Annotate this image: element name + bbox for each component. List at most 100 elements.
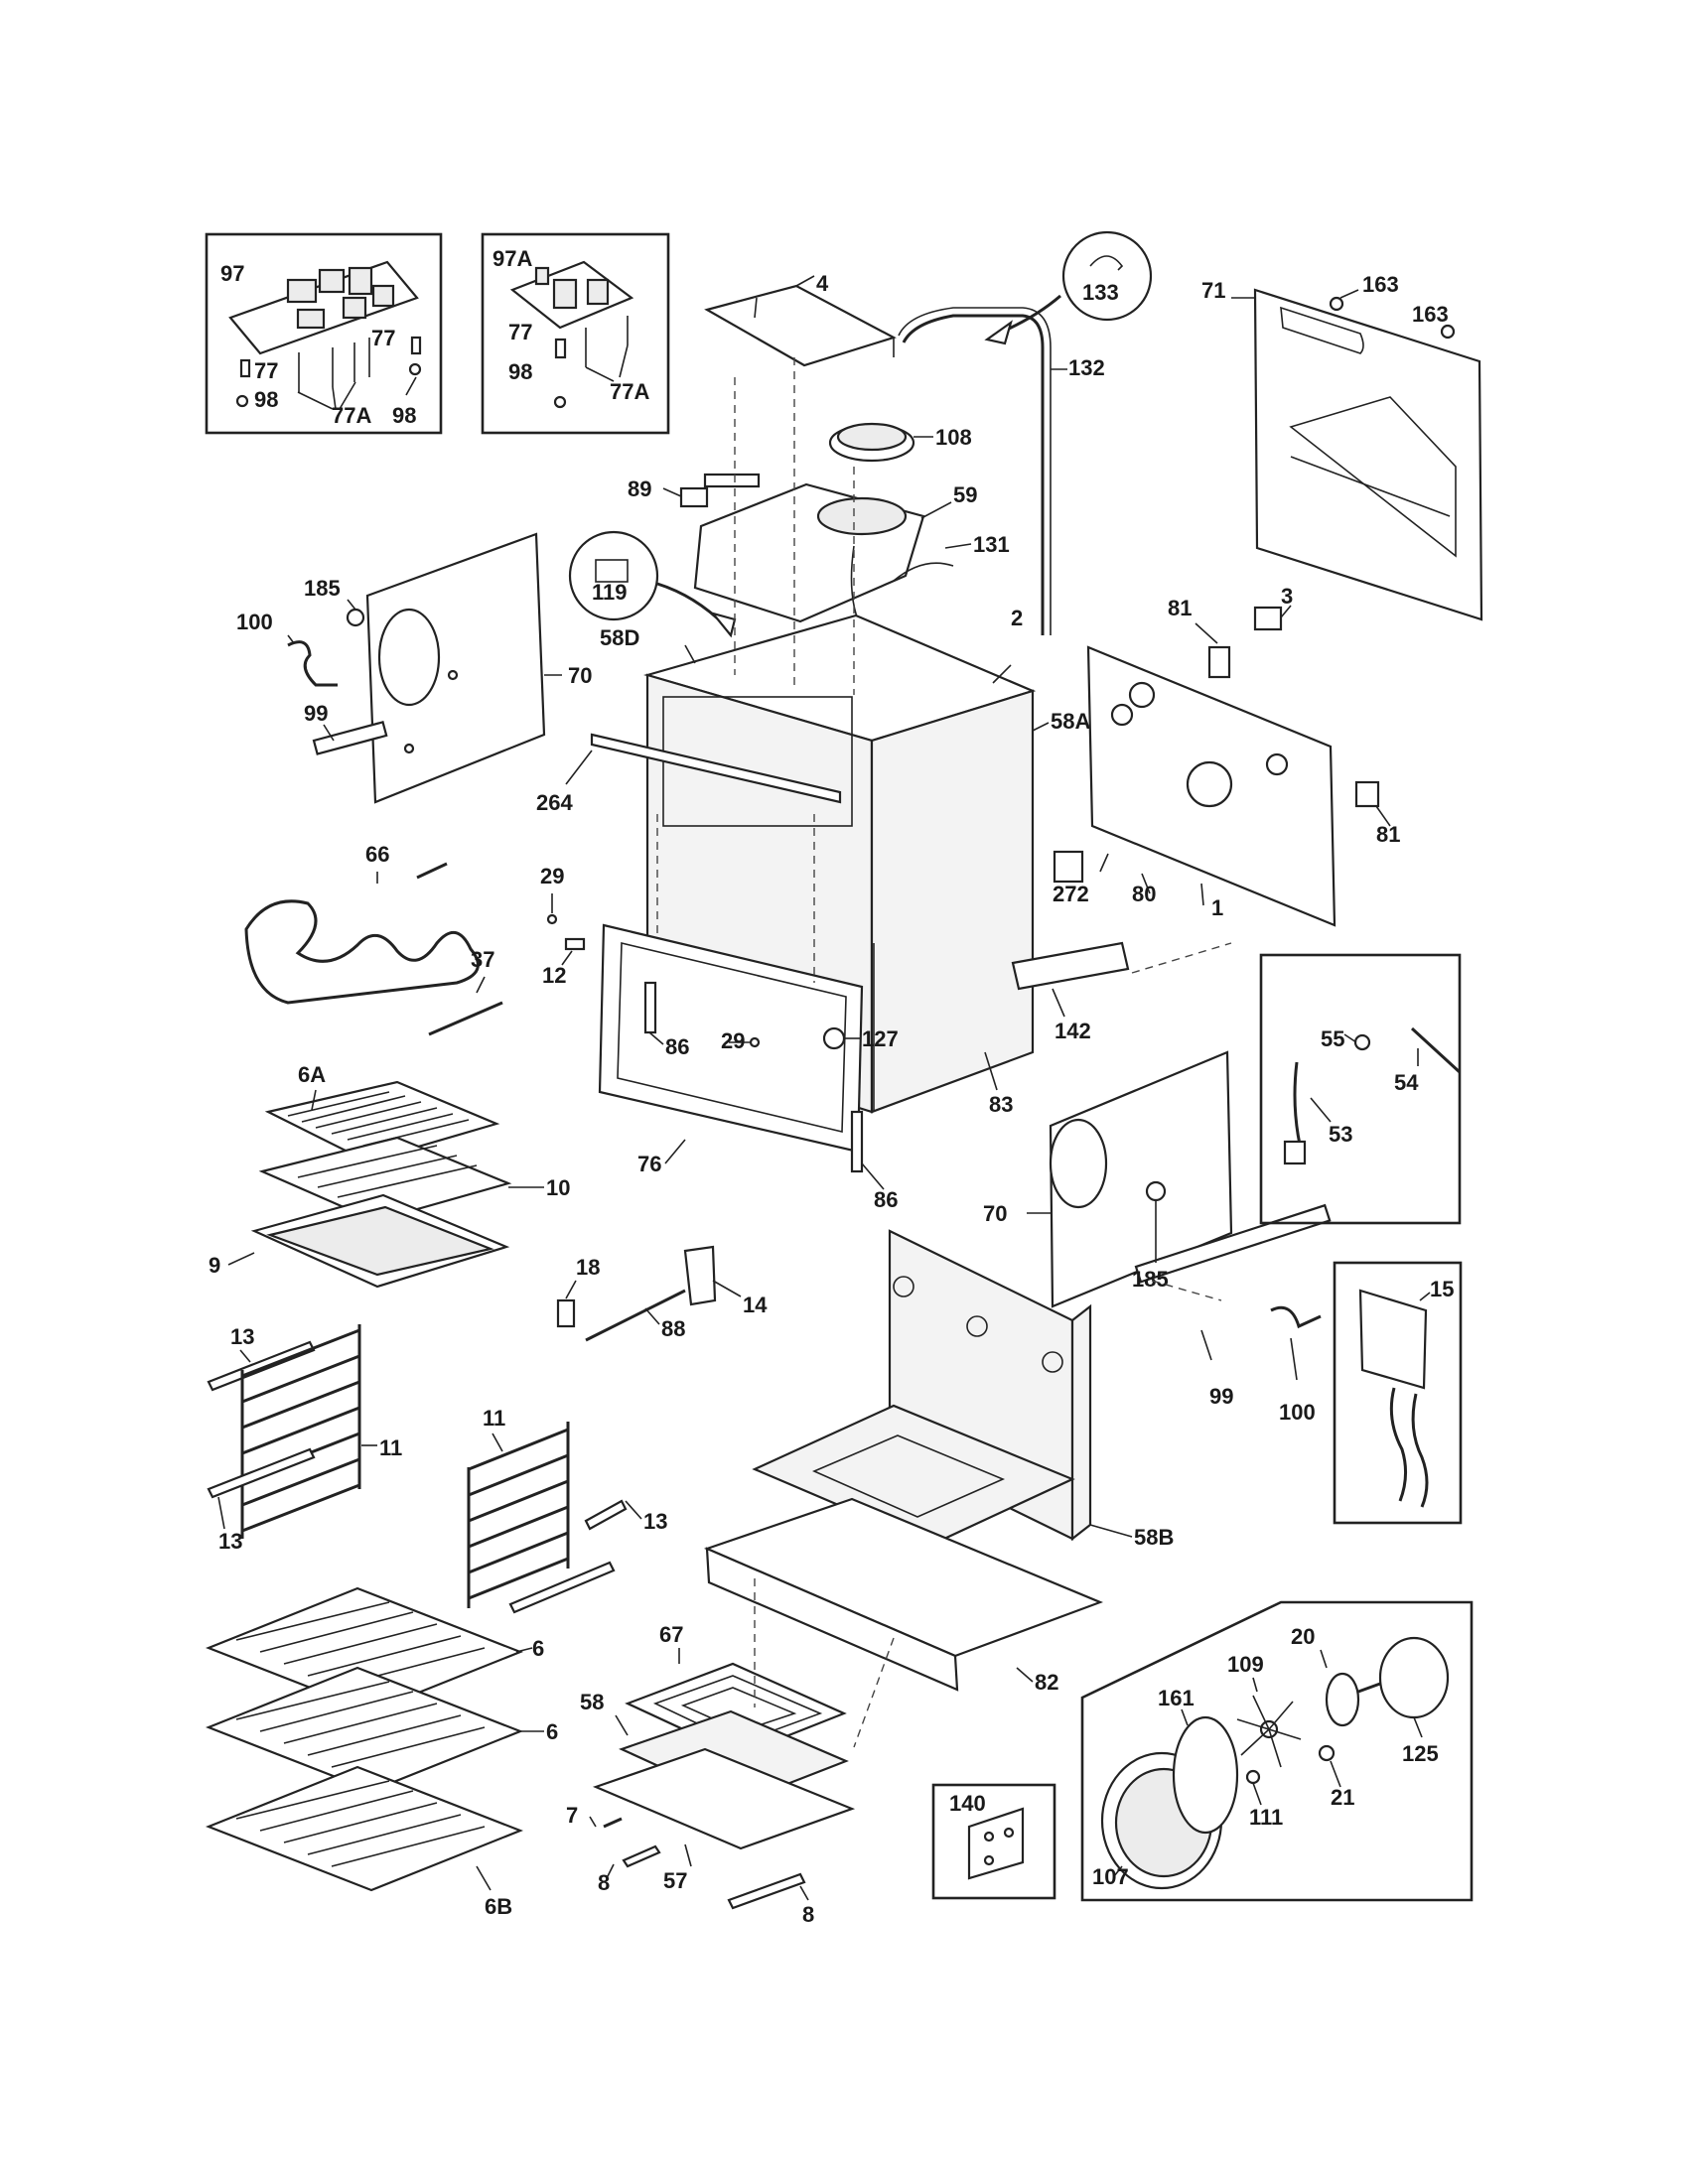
callout-37: 37 (471, 947, 494, 972)
callout-86: 86 (665, 1034, 689, 1059)
control-board-97A (509, 260, 634, 330)
control-board-97 (228, 260, 419, 355)
callout-20: 20 (1291, 1624, 1315, 1649)
callout-10: 10 (546, 1175, 570, 1200)
callout-67: 67 (659, 1622, 683, 1647)
side-panel-70-left: 185 100 70 99 (236, 532, 592, 804)
callout-185: 185 (1132, 1267, 1169, 1292)
fan-motor-125: 125 (1357, 1636, 1450, 1766)
bracket-131: 131 (893, 532, 1010, 582)
callout-88: 88 (661, 1316, 685, 1341)
callout-133: 133 (1082, 280, 1119, 305)
callout-163: 163 (1362, 272, 1399, 297)
callout-11: 11 (483, 1406, 505, 1431)
callout-70: 70 (568, 663, 592, 688)
callout-6B: 6B (485, 1894, 512, 1919)
bake-element-67: 67 (625, 1622, 847, 1757)
callout-82: 82 (1035, 1670, 1058, 1695)
callout-13: 13 (643, 1509, 667, 1534)
callout-264: 264 (536, 790, 573, 815)
callout-98: 98 (392, 403, 416, 428)
callout-58A: 58A (1051, 709, 1090, 734)
callout-97A: 97A (492, 246, 532, 271)
callout-161: 161 (1158, 1686, 1195, 1710)
callout-14: 14 (743, 1293, 768, 1317)
clip-119-callout: 119 (568, 530, 737, 638)
callout-6: 6 (546, 1719, 558, 1744)
callout-131: 131 (973, 532, 1010, 557)
bottom-frame-82: 82 (703, 1497, 1104, 1695)
callout-98: 98 (254, 387, 278, 412)
callout-58B: 58B (1134, 1525, 1174, 1550)
callout-81: 81 (1168, 596, 1192, 620)
callout-21: 21 (1331, 1785, 1354, 1810)
callout-111: 111 (1249, 1805, 1283, 1830)
callout-29: 29 (721, 1028, 745, 1053)
front-frame-76: 86 86 76 (598, 923, 898, 1212)
callout-77: 77 (371, 326, 395, 350)
callout-127: 127 (862, 1026, 899, 1051)
nut-111-washer-21: 111 21 (1245, 1744, 1354, 1830)
callout-109: 109 (1227, 1652, 1264, 1677)
screws-98 (235, 362, 422, 408)
inset-bracket-140: 140 (931, 1783, 1056, 1900)
callout-12: 12 (542, 963, 566, 988)
callout-18: 18 (576, 1255, 600, 1280)
broil-rack-6A: 6A (264, 1062, 500, 1163)
callout-8: 8 (598, 1870, 610, 1895)
callout-15: 15 (1430, 1277, 1454, 1301)
callout-107: 107 (1092, 1864, 1129, 1889)
callout-108: 108 (935, 425, 972, 450)
standoffs-77 (239, 336, 422, 392)
callout-13: 13 (230, 1324, 254, 1349)
callout-272: 272 (1053, 882, 1089, 906)
callout-132: 132 (1068, 355, 1105, 380)
rear-panel-71: 163 163 71 (1201, 272, 1483, 621)
assembly-guide-lines (656, 357, 1232, 1748)
clamp-133-callout: 133 (984, 230, 1153, 345)
callout-163: 163 (1412, 302, 1449, 327)
callout-99: 99 (304, 701, 328, 726)
inset-convection-fan: 107 161 109 111 21 20 (1080, 1600, 1474, 1902)
oven-rack-6-middle: 6 (206, 1666, 558, 1793)
callout-140: 140 (949, 1791, 986, 1816)
broil-element-66: 66 (244, 842, 480, 1005)
inset-control-board-97A: 97A 77 98 77A (481, 232, 670, 435)
callout-100: 100 (236, 610, 273, 634)
screw-7-bracket-8: 7 8 8 (566, 1803, 814, 1927)
duct-59: 59 (693, 482, 977, 646)
side-83-and-bracket-142: 142 83 (984, 941, 1130, 1117)
callout-6: 6 (532, 1636, 544, 1661)
callout-71: 71 (1201, 278, 1225, 303)
callout-142: 142 (1055, 1019, 1091, 1043)
callout-83: 83 (989, 1092, 1013, 1117)
callout-4: 4 (816, 271, 829, 296)
callout-6A: 6A (298, 1062, 326, 1087)
callout-54: 54 (1394, 1070, 1419, 1095)
callout-77: 77 (254, 358, 278, 383)
door-latch-88: 18 14 88 (556, 1245, 768, 1342)
callout-66: 66 (365, 842, 389, 867)
bake-cover-57: 57 (592, 1747, 856, 1893)
callout-9: 9 (209, 1253, 220, 1278)
callout-80: 80 (1132, 882, 1156, 906)
callout-2: 2 (1011, 606, 1023, 630)
callout-76: 76 (637, 1152, 661, 1176)
fan-housing-108: 108 (828, 422, 972, 463)
callout-98: 98 (508, 359, 532, 384)
callout-55: 55 (1321, 1026, 1344, 1051)
callout-59: 59 (953, 482, 977, 507)
callout-11: 11 (379, 1435, 402, 1460)
inset-transformer-15: 15 (1333, 1261, 1463, 1525)
lower-insulation-58B: 58B (752, 1229, 1174, 1550)
callout-1: 1 (1211, 895, 1223, 920)
callout-13: 13 (218, 1529, 242, 1554)
sensor-37: 37 (428, 947, 503, 1036)
callout-99: 99 (1209, 1384, 1233, 1409)
trim-264: 264 (536, 733, 842, 815)
callout-100: 100 (1279, 1400, 1316, 1425)
callout-70: 70 (983, 1201, 1007, 1226)
rear-frame-1: 1 272 80 81 3 81 (1053, 584, 1400, 927)
rack-support-left-11: 13 11 13 (207, 1324, 402, 1554)
